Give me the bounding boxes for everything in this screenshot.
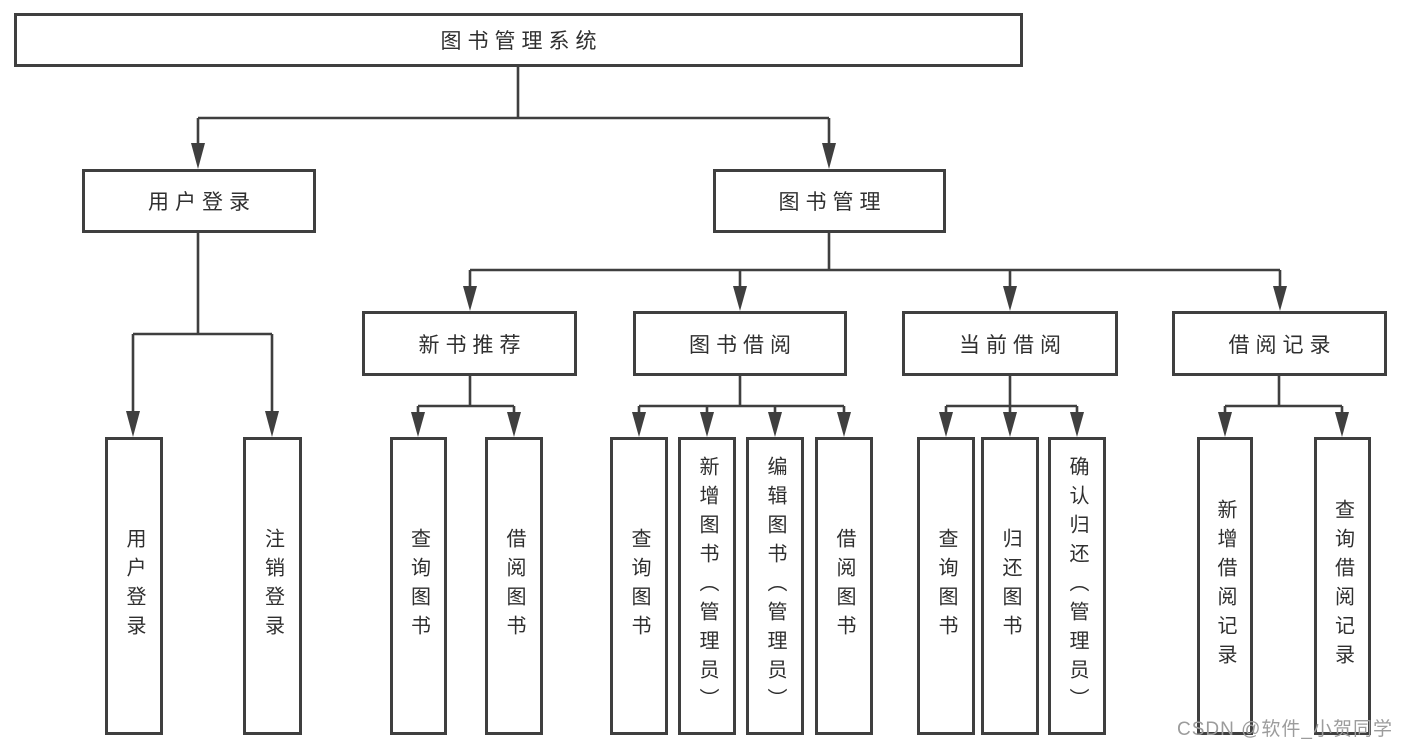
- arrowhead: [733, 286, 747, 311]
- node-root-label: 图书管理系统: [440, 30, 603, 53]
- leaf-logout-label: 注销登录: [261, 528, 284, 644]
- leaf-query-books-borrow: 查询图书: [610, 437, 668, 735]
- node-user-login-label: 用户登录: [148, 191, 256, 214]
- node-new-book-recommend-label: 新书推荐: [418, 333, 527, 357]
- leaf-query-borrow-record: 查询借阅记录: [1314, 437, 1371, 735]
- arrowhead: [1003, 286, 1017, 311]
- leaf-user-login: 用户登录: [105, 437, 163, 735]
- connector-path: [637, 376, 846, 419]
- leaf-confirm-return-admin: 确认归还（管理员）: [1048, 437, 1106, 735]
- leaf-add-books-admin: 新增图书（管理员）: [678, 437, 736, 735]
- node-current-borrow: 当前借阅: [902, 311, 1118, 376]
- node-new-book-recommend: 新书推荐: [362, 311, 577, 376]
- arrowhead: [939, 412, 953, 437]
- arrowhead: [463, 286, 477, 311]
- leaf-return-books: 归还图书: [981, 437, 1039, 735]
- leaf-borrow-books-recommend: 借阅图书: [485, 437, 543, 735]
- arrowhead: [1070, 412, 1084, 437]
- leaf-borrow-books-recommend-label: 借阅图书: [503, 528, 525, 644]
- leaf-add-books-admin-label: 新增图书（管理员）: [696, 455, 718, 717]
- arrowhead: [822, 143, 836, 169]
- connector-path: [1223, 376, 1344, 419]
- leaf-query-books-recommend: 查询图书: [390, 437, 447, 735]
- arrowhead: [411, 412, 425, 437]
- leaf-edit-books-admin-label: 编辑图书（管理员）: [764, 455, 786, 717]
- arrowhead: [700, 412, 714, 437]
- leaf-logout: 注销登录: [243, 437, 302, 735]
- leaf-add-borrow-record: 新增借阅记录: [1197, 437, 1253, 735]
- connector-path: [196, 67, 831, 151]
- connector-path: [416, 376, 516, 419]
- node-borrow-records-label: 借阅记录: [1228, 333, 1337, 357]
- connector-path: [131, 233, 274, 419]
- leaf-borrow-books: 借阅图书: [815, 437, 873, 735]
- leaf-query-books-current: 查询图书: [917, 437, 975, 735]
- leaf-query-books-borrow-label: 查询图书: [628, 528, 650, 644]
- node-book-management: 图书管理: [713, 169, 946, 233]
- arrowhead: [1218, 412, 1232, 437]
- leaf-query-books-recommend-label: 查询图书: [407, 528, 430, 644]
- node-root-system: 图书管理系统: [14, 13, 1023, 67]
- connector-path: [468, 233, 1282, 293]
- node-user-login: 用户登录: [82, 169, 316, 233]
- arrowhead: [265, 411, 279, 437]
- node-borrow-records: 借阅记录: [1172, 311, 1387, 376]
- leaf-query-books-current-label: 查询图书: [935, 528, 957, 644]
- leaf-query-borrow-record-label: 查询借阅记录: [1331, 499, 1354, 673]
- node-book-management-label: 图书管理: [778, 191, 887, 214]
- node-book-borrow: 图书借阅: [633, 311, 847, 376]
- leaf-edit-books-admin: 编辑图书（管理员）: [746, 437, 804, 735]
- leaf-add-borrow-record-label: 新增借阅记录: [1214, 499, 1236, 673]
- arrowhead: [126, 411, 140, 437]
- arrowhead: [768, 412, 782, 437]
- arrowhead: [632, 412, 646, 437]
- node-current-borrow-label: 当前借阅: [959, 333, 1067, 357]
- arrowhead: [837, 412, 851, 437]
- leaf-borrow-books-label: 借阅图书: [833, 528, 855, 644]
- arrowhead: [1003, 412, 1017, 437]
- node-book-borrow-label: 图书借阅: [689, 333, 797, 357]
- arrowhead: [1335, 412, 1349, 437]
- arrowhead: [507, 412, 521, 437]
- arrowhead: [191, 143, 205, 169]
- leaf-user-login-label: 用户登录: [123, 528, 145, 644]
- leaf-confirm-return-admin-label: 确认归还（管理员）: [1066, 455, 1088, 717]
- leaf-return-books-label: 归还图书: [999, 528, 1021, 644]
- arrowhead: [1273, 286, 1287, 311]
- csdn-watermark: CSDN @软件_小贺同学: [1177, 719, 1393, 740]
